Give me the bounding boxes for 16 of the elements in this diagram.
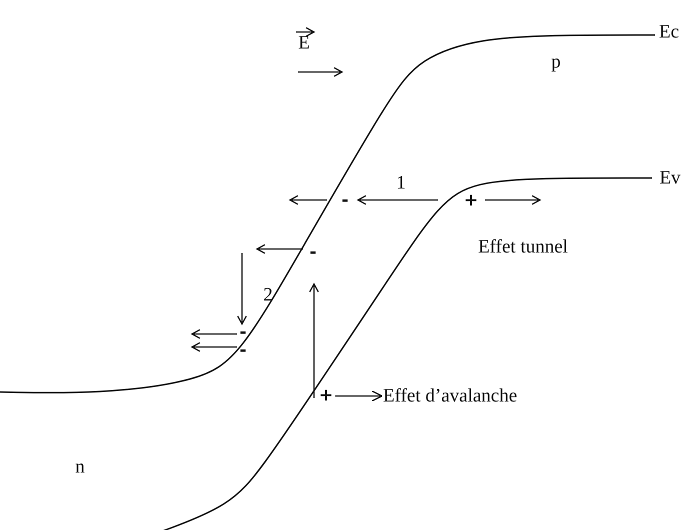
charge-sign: - <box>239 342 247 360</box>
charge-sign: - <box>341 192 349 210</box>
region-label: n <box>75 458 85 476</box>
charge-sign: - <box>239 324 247 342</box>
effect-label: Effet d’avalanche <box>383 386 518 406</box>
number-label: 2 <box>263 286 273 304</box>
charge-sign: + <box>464 192 478 210</box>
charge-sign: - <box>309 244 317 262</box>
number-label: 1 <box>396 174 406 192</box>
arrow <box>335 390 383 402</box>
effect-label: Effet tunnel <box>478 238 568 256</box>
symbol-label: E <box>298 34 310 52</box>
band-label: Ev <box>659 168 681 188</box>
charge-sign: + <box>318 388 334 404</box>
region-label: p <box>551 52 561 72</box>
band-label: Ec <box>658 22 680 42</box>
